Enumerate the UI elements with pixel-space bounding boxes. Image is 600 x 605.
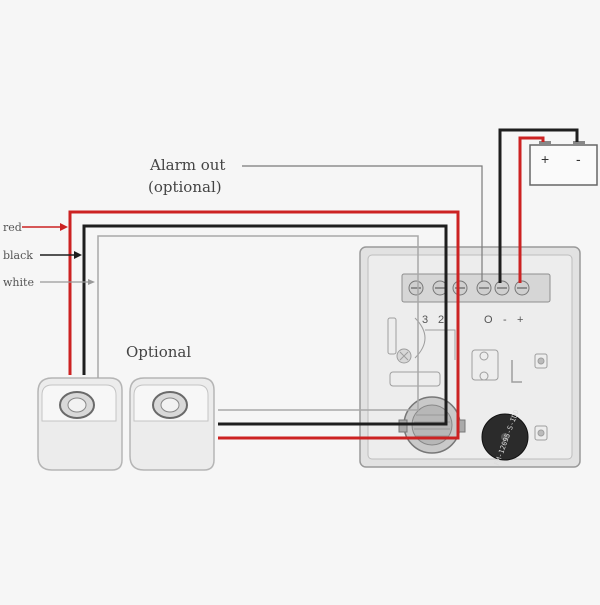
battery-minus-label: - — [576, 151, 581, 167]
terminal-label-plus: + — [517, 314, 523, 326]
optional-label: Optional — [126, 343, 191, 361]
battery-terminal-minus — [573, 141, 585, 146]
alarm-out-optional-label: (optional) — [148, 178, 222, 196]
battery-plus-label: + — [541, 151, 549, 167]
sensor-box-left — [37, 377, 123, 471]
red-loop-wire — [68, 210, 460, 440]
white-wire-label: white — [3, 276, 34, 289]
alarm-out-wire — [242, 165, 483, 282]
black-wire-label: black — [3, 249, 33, 262]
wires — [22, 128, 579, 440]
battery-terminal-plus — [539, 141, 551, 146]
battery-body — [529, 144, 598, 186]
black-loop-wire — [82, 224, 448, 426]
red-wire-label: red — [3, 221, 22, 234]
terminal-label-3: 3 — [422, 314, 428, 326]
battery-red-wire — [518, 136, 545, 283]
terminal-label-o: O — [484, 314, 493, 326]
alarm-out-label: Alarm out — [149, 156, 225, 174]
sensor-box-right — [129, 377, 215, 471]
buzzer: FM-12095-S-IDD — [481, 409, 529, 467]
control-board: 3 2 O - + — [359, 246, 581, 468]
terminal-label-2: 2 — [438, 314, 444, 326]
white-loop-wire — [97, 235, 419, 411]
battery: + - — [529, 141, 598, 186]
terminal-screws — [408, 280, 530, 296]
terminal-label-minus: - — [503, 314, 507, 326]
battery-black-wire — [498, 128, 579, 283]
